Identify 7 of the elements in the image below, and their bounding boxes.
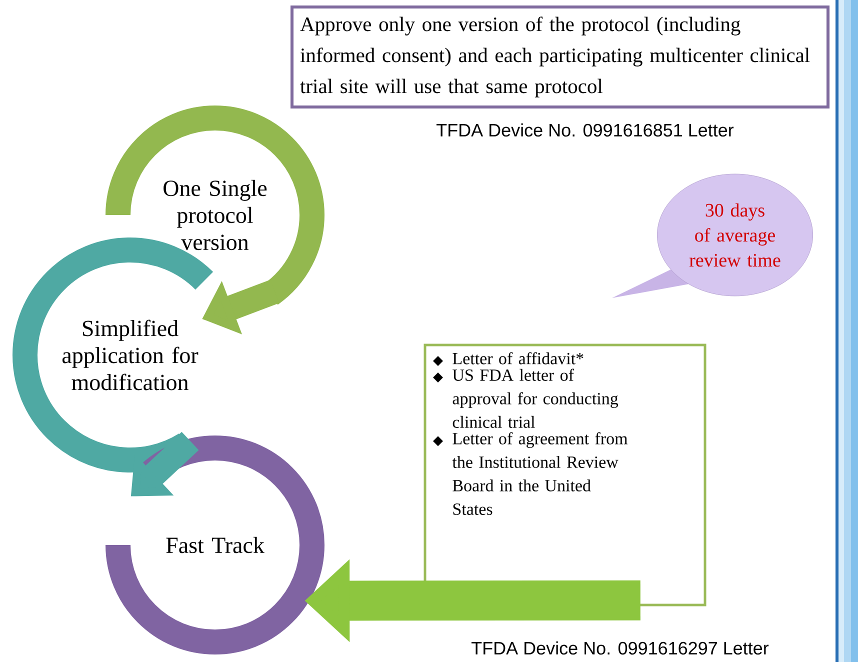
- node-label: TFDA Device No. 0991616297 Letter: [472, 641, 769, 655]
- node-label: TFDA Device No. 0991616851 Letter: [436, 123, 734, 137]
- ring-node: One Single protocol version: [106, 106, 324, 304]
- speech-bubble: 30 days of average review time: [612, 174, 813, 298]
- note-box: Approve only one version of the protocol (including informed consent) and each participating multicenter clinical trial site will use that same protocol: [290, 6, 830, 108]
- ring-node: Fast Track: [106, 436, 324, 654]
- list-box: Letter of affidavit* US FDA letter of approval for conducting clinical trial Letter of agreement from the Institutional Review Board in the United States: [424, 344, 706, 606]
